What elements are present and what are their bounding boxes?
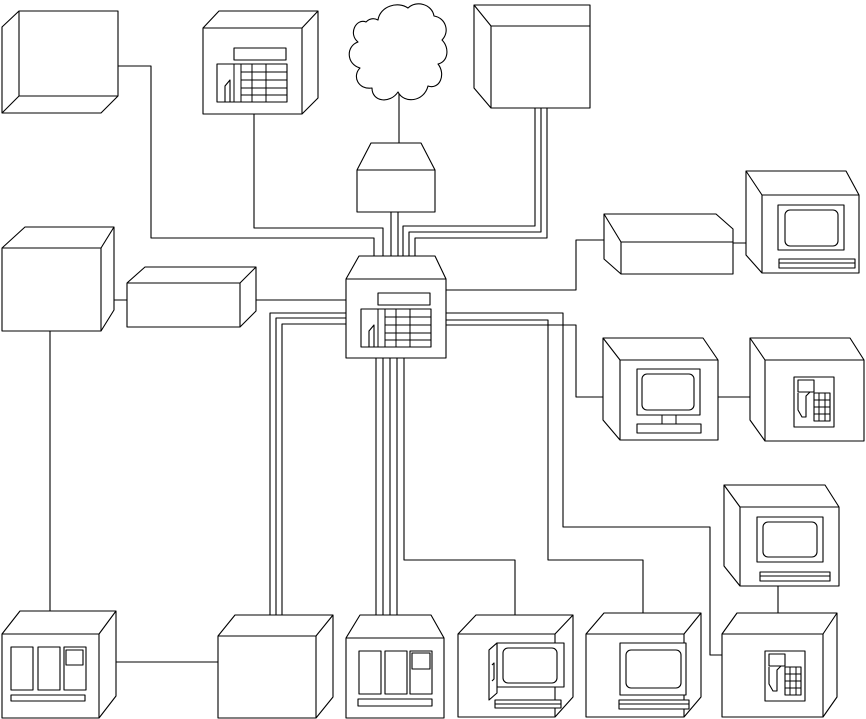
pbx-switch-icon xyxy=(346,256,446,358)
equipment-rack-icon xyxy=(346,615,444,718)
bottom-terminal xyxy=(586,613,701,717)
link-right-modem xyxy=(446,240,604,290)
server-box-icon xyxy=(2,11,118,113)
gateway-box-icon xyxy=(357,143,435,212)
workstation-icon xyxy=(458,615,573,717)
right-modem xyxy=(604,214,733,274)
top-right-server xyxy=(474,5,590,108)
link-bottom-server-3 xyxy=(282,324,346,625)
server-box-icon xyxy=(218,615,333,718)
telephone-icon xyxy=(722,613,837,717)
link-bottom-server-2 xyxy=(276,318,346,625)
top-left-server xyxy=(2,11,118,113)
equipment-rack-icon xyxy=(2,611,116,718)
telephone-icon xyxy=(750,338,864,441)
right-mid-terminal xyxy=(603,338,718,440)
cloud-gateway xyxy=(357,143,435,212)
right-top-terminal xyxy=(746,171,859,273)
network-cloud-icon xyxy=(349,4,447,100)
terminal-icon xyxy=(586,613,701,717)
modem-box-icon xyxy=(127,267,256,327)
link-bottom-server-1 xyxy=(270,313,346,625)
cloud xyxy=(349,4,447,100)
bottom-rack-mid xyxy=(346,615,444,718)
left-server xyxy=(2,227,114,331)
right-mid-phone xyxy=(750,338,864,441)
bottom-workstation xyxy=(458,615,573,717)
top-pbx xyxy=(203,11,318,114)
link-bottom-workstation xyxy=(404,358,515,622)
terminal-icon xyxy=(603,338,718,440)
server-box-icon xyxy=(2,227,114,331)
terminal-icon xyxy=(724,485,839,586)
bottom-rack-left xyxy=(2,611,116,718)
left-modem xyxy=(127,267,256,327)
link-right-mid-terminal xyxy=(446,325,612,397)
bottom-server xyxy=(218,615,333,718)
pbx-cabinet-icon xyxy=(203,11,318,114)
right-phone-lower xyxy=(722,613,837,717)
hub-switch xyxy=(346,256,446,358)
terminal-icon xyxy=(746,171,859,273)
modem-box-icon xyxy=(604,214,733,274)
right-terminal-upper xyxy=(724,485,839,586)
server-box-icon xyxy=(474,5,590,108)
